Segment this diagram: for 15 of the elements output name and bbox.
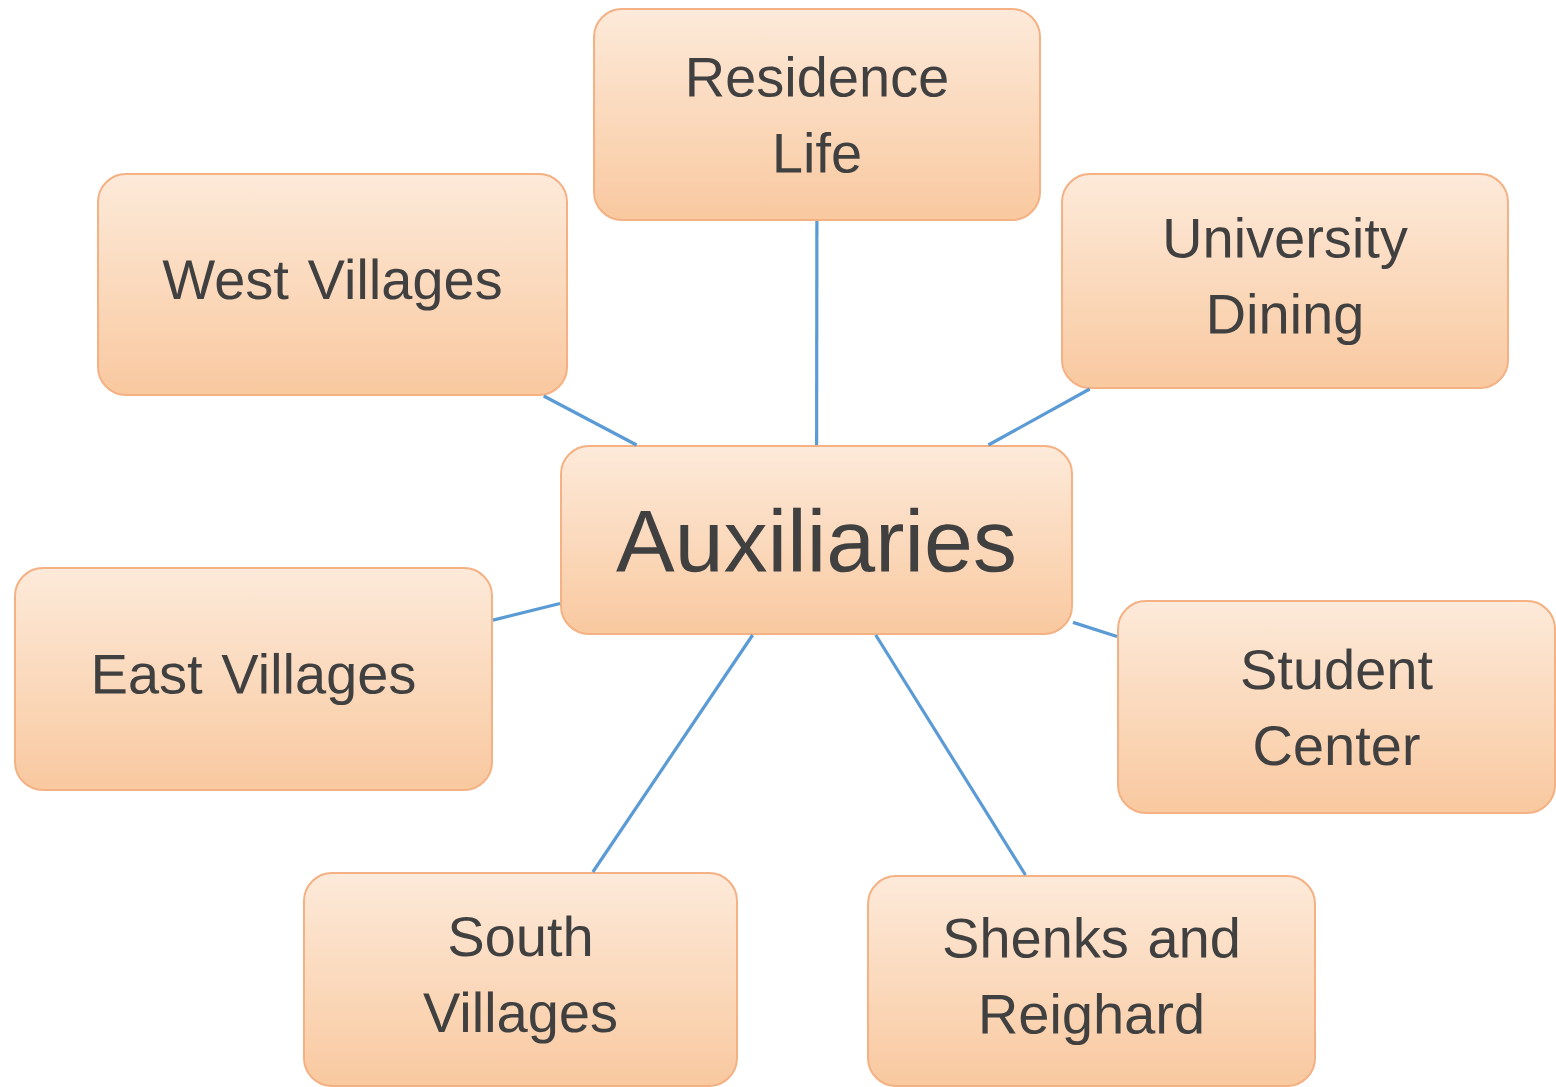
connector-line [591, 634, 754, 873]
connector-line [987, 387, 1091, 447]
rounded-box: University Dining [1061, 173, 1509, 389]
rounded-box: Student Center [1117, 600, 1556, 814]
connector-line [1072, 620, 1118, 639]
connector-line [543, 394, 638, 447]
rounded-box: Shenks and Reighard [867, 875, 1316, 1087]
connector-line [874, 634, 1027, 876]
rounded-box: South Villages [303, 872, 738, 1087]
rounded-box: East Villages [14, 567, 493, 791]
center-box: Auxiliaries [560, 445, 1073, 635]
rounded-box: West Villages [97, 173, 568, 396]
rounded-box: Residence Life [593, 8, 1041, 221]
connector-line [492, 601, 561, 622]
connector-line [815, 221, 819, 445]
